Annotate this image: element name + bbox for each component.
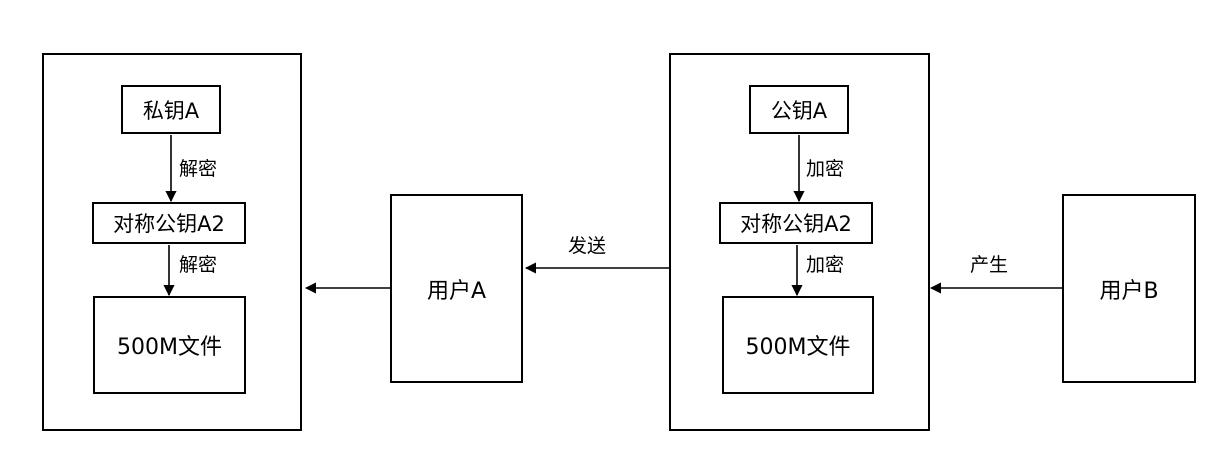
private-key-a-box: 私钥A — [121, 85, 221, 134]
public-key-a-label: 公钥A — [770, 98, 828, 123]
right-symmetric-key-box: 对称公钥A2 — [719, 202, 873, 244]
user-b-box: 用户B — [1062, 194, 1196, 383]
left-decrypt-label-1: 解密 — [179, 158, 218, 180]
left-file-label: 500M文件 — [117, 335, 222, 360]
user-a-box: 用户A — [390, 194, 523, 383]
produce-label: 产生 — [970, 254, 1009, 276]
user-b-label: 用户B — [1099, 278, 1159, 304]
public-key-a-box: 公钥A — [749, 85, 849, 134]
left-symmetric-key-label: 对称公钥A2 — [113, 212, 225, 236]
right-symmetric-key-label: 对称公钥A2 — [740, 212, 852, 236]
send-label: 发送 — [568, 235, 607, 257]
right-encrypt-label-2: 加密 — [806, 254, 845, 276]
right-file-label: 500M文件 — [745, 335, 851, 360]
left-file-box: 500M文件 — [93, 296, 246, 394]
left-symmetric-key-box: 对称公钥A2 — [92, 202, 246, 244]
user-a-label: 用户A — [426, 278, 487, 304]
right-file-box: 500M文件 — [722, 296, 874, 394]
private-key-a-label: 私钥A — [142, 98, 200, 123]
left-decrypt-label-2: 解密 — [179, 254, 218, 276]
right-encrypt-label-1: 加密 — [806, 158, 845, 180]
